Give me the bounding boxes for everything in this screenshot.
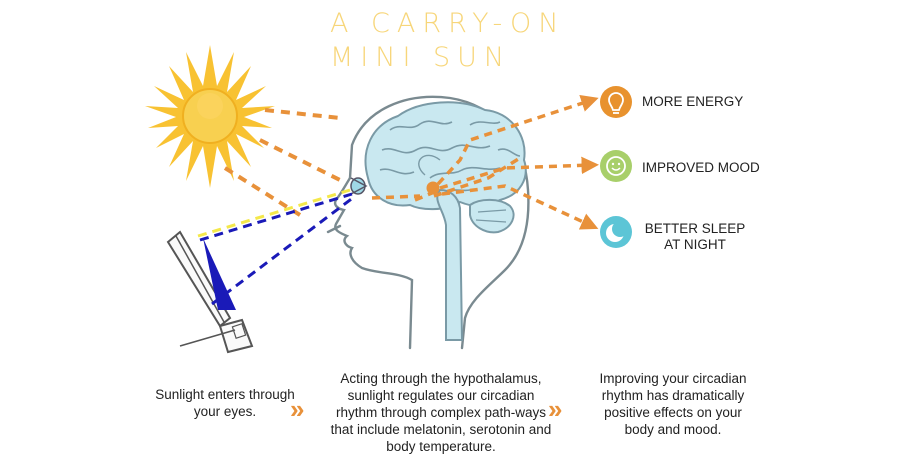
chevron-right-icon: » [290, 394, 305, 424]
benefit-better-sleep: BETTER SLEEP AT NIGHT [644, 221, 746, 252]
light-beams [197, 188, 355, 310]
brain-illustration [364, 101, 527, 341]
benefit-arrows [433, 94, 599, 230]
benefit-improved-mood: IMPROVED MOOD [642, 160, 760, 175]
benefit-more-energy: MORE ENERGY [642, 94, 744, 109]
title-line-2: MINI SUN [330, 42, 512, 73]
light-therapy-device [166, 230, 254, 354]
optic-nerve-arrows [371, 191, 433, 202]
sunlight-arrows [223, 108, 341, 217]
eye-icon [350, 177, 368, 195]
caption-step-2: Acting through the hypothalamus, sunligh… [330, 371, 552, 454]
chevron-right-icon: » [548, 394, 563, 424]
smiley-face-icon [600, 150, 632, 182]
caption-step-1: Sunlight enters through your eyes. [155, 387, 295, 419]
sun-icon [145, 45, 275, 188]
lightbulb-icon [600, 86, 632, 118]
crescent-moon-icon [600, 216, 632, 248]
caption-step-3: Improving your circadian rhythm has dram… [599, 371, 747, 437]
title-line-1: A CARRY-ON [330, 8, 566, 39]
